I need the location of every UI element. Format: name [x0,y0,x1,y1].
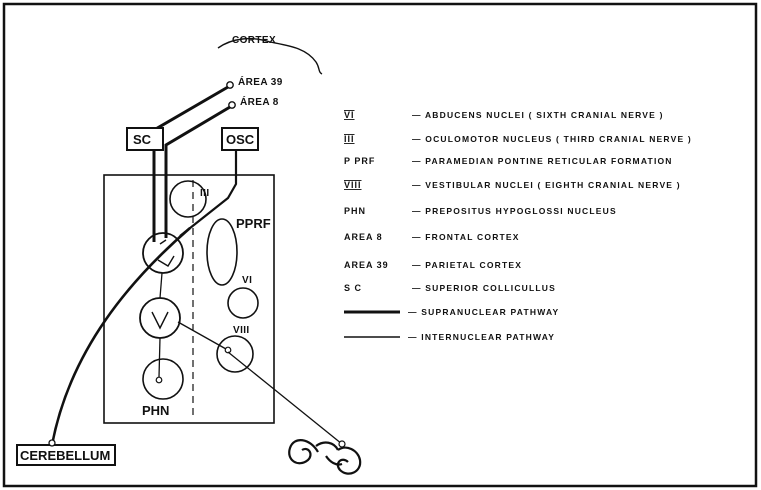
figure-border [4,4,756,486]
ear-node [339,441,345,447]
pontine-node-lower [140,298,180,338]
iii-label: III [200,188,210,199]
vi-label: VI [242,275,252,286]
legend-key-pprf: P PRF [344,156,375,166]
legend-key-area39: AREA 39 [344,260,389,270]
phn-inner-node [156,377,162,383]
legend-text-phn: — PREPOSITUS HYPOGLOSSI NUCLEUS [412,206,617,216]
pontine-node-upper-arrow [158,256,174,266]
legend-key-phn: PHN [344,206,366,216]
cerebellum-label: CEREBELLUM [20,448,110,463]
legend-text-vi: — ABDUCENS NUCLEI ( SIXTH CRANIAL NERVE … [412,110,664,120]
upper-to-lower-line [160,273,162,298]
legend-text-viii: — VESTIBULAR NUCLEI ( EIGHTH CRANIAL NER… [412,180,681,190]
pontine-node-lower-arrow [152,312,168,328]
osc-box-label: OSC [226,132,255,147]
sc-box-label: SC [133,132,152,147]
cerebellum-node [49,440,55,446]
legend-text-sc: — SUPERIOR COLLICULLUS [412,283,556,293]
viii-inner-node [225,347,231,353]
legend-text-pprf: — PARAMEDIAN PONTINE RETICULAR FORMATION [412,156,673,166]
cortex-label: CORTEX [232,35,276,46]
viii-nucleus [217,336,253,372]
legend: VI — ABDUCENS NUCLEI ( SIXTH CRANIAL NER… [344,110,692,342]
legend-text-iii: — OCULOMOTOR NUCLEUS ( THIRD CRANIAL NER… [412,134,692,144]
vi-nucleus [228,288,258,318]
legend-text-internuclear: — INTERNUCLEAR PATHWAY [408,332,555,342]
legend-text-supranuclear: — SUPRANUCLEAR PATHWAY [408,307,559,317]
legend-key-area8: AREA 8 [344,232,383,242]
legend-key-viii: VIII [344,180,362,190]
legend-text-area39: — PARIETAL CORTEX [412,260,522,270]
pprf-label: PPRF [236,216,271,231]
pprf-region [207,219,237,285]
phn-nucleus [143,359,183,399]
legend-text-area8: — FRONTAL CORTEX [412,232,520,242]
viii-label: VIII [233,325,250,336]
brainstem-outline [104,175,274,423]
area-39-label: ÁREA 39 [238,75,283,88]
pontine-node-upper-arrow-2 [160,240,166,244]
iii-nucleus [170,181,206,217]
legend-key-sc: S C [344,283,362,293]
area-8-label: ÁREA 8 [240,95,279,108]
lower-to-viii-line [178,322,226,349]
inner-ear-icon [289,440,360,474]
phn-label: PHN [142,403,169,418]
legend-key-iii: III [344,134,355,144]
viii-to-ear-line [228,352,342,444]
legend-key-vi: VI [344,110,355,120]
lower-to-phn-line [159,338,160,377]
